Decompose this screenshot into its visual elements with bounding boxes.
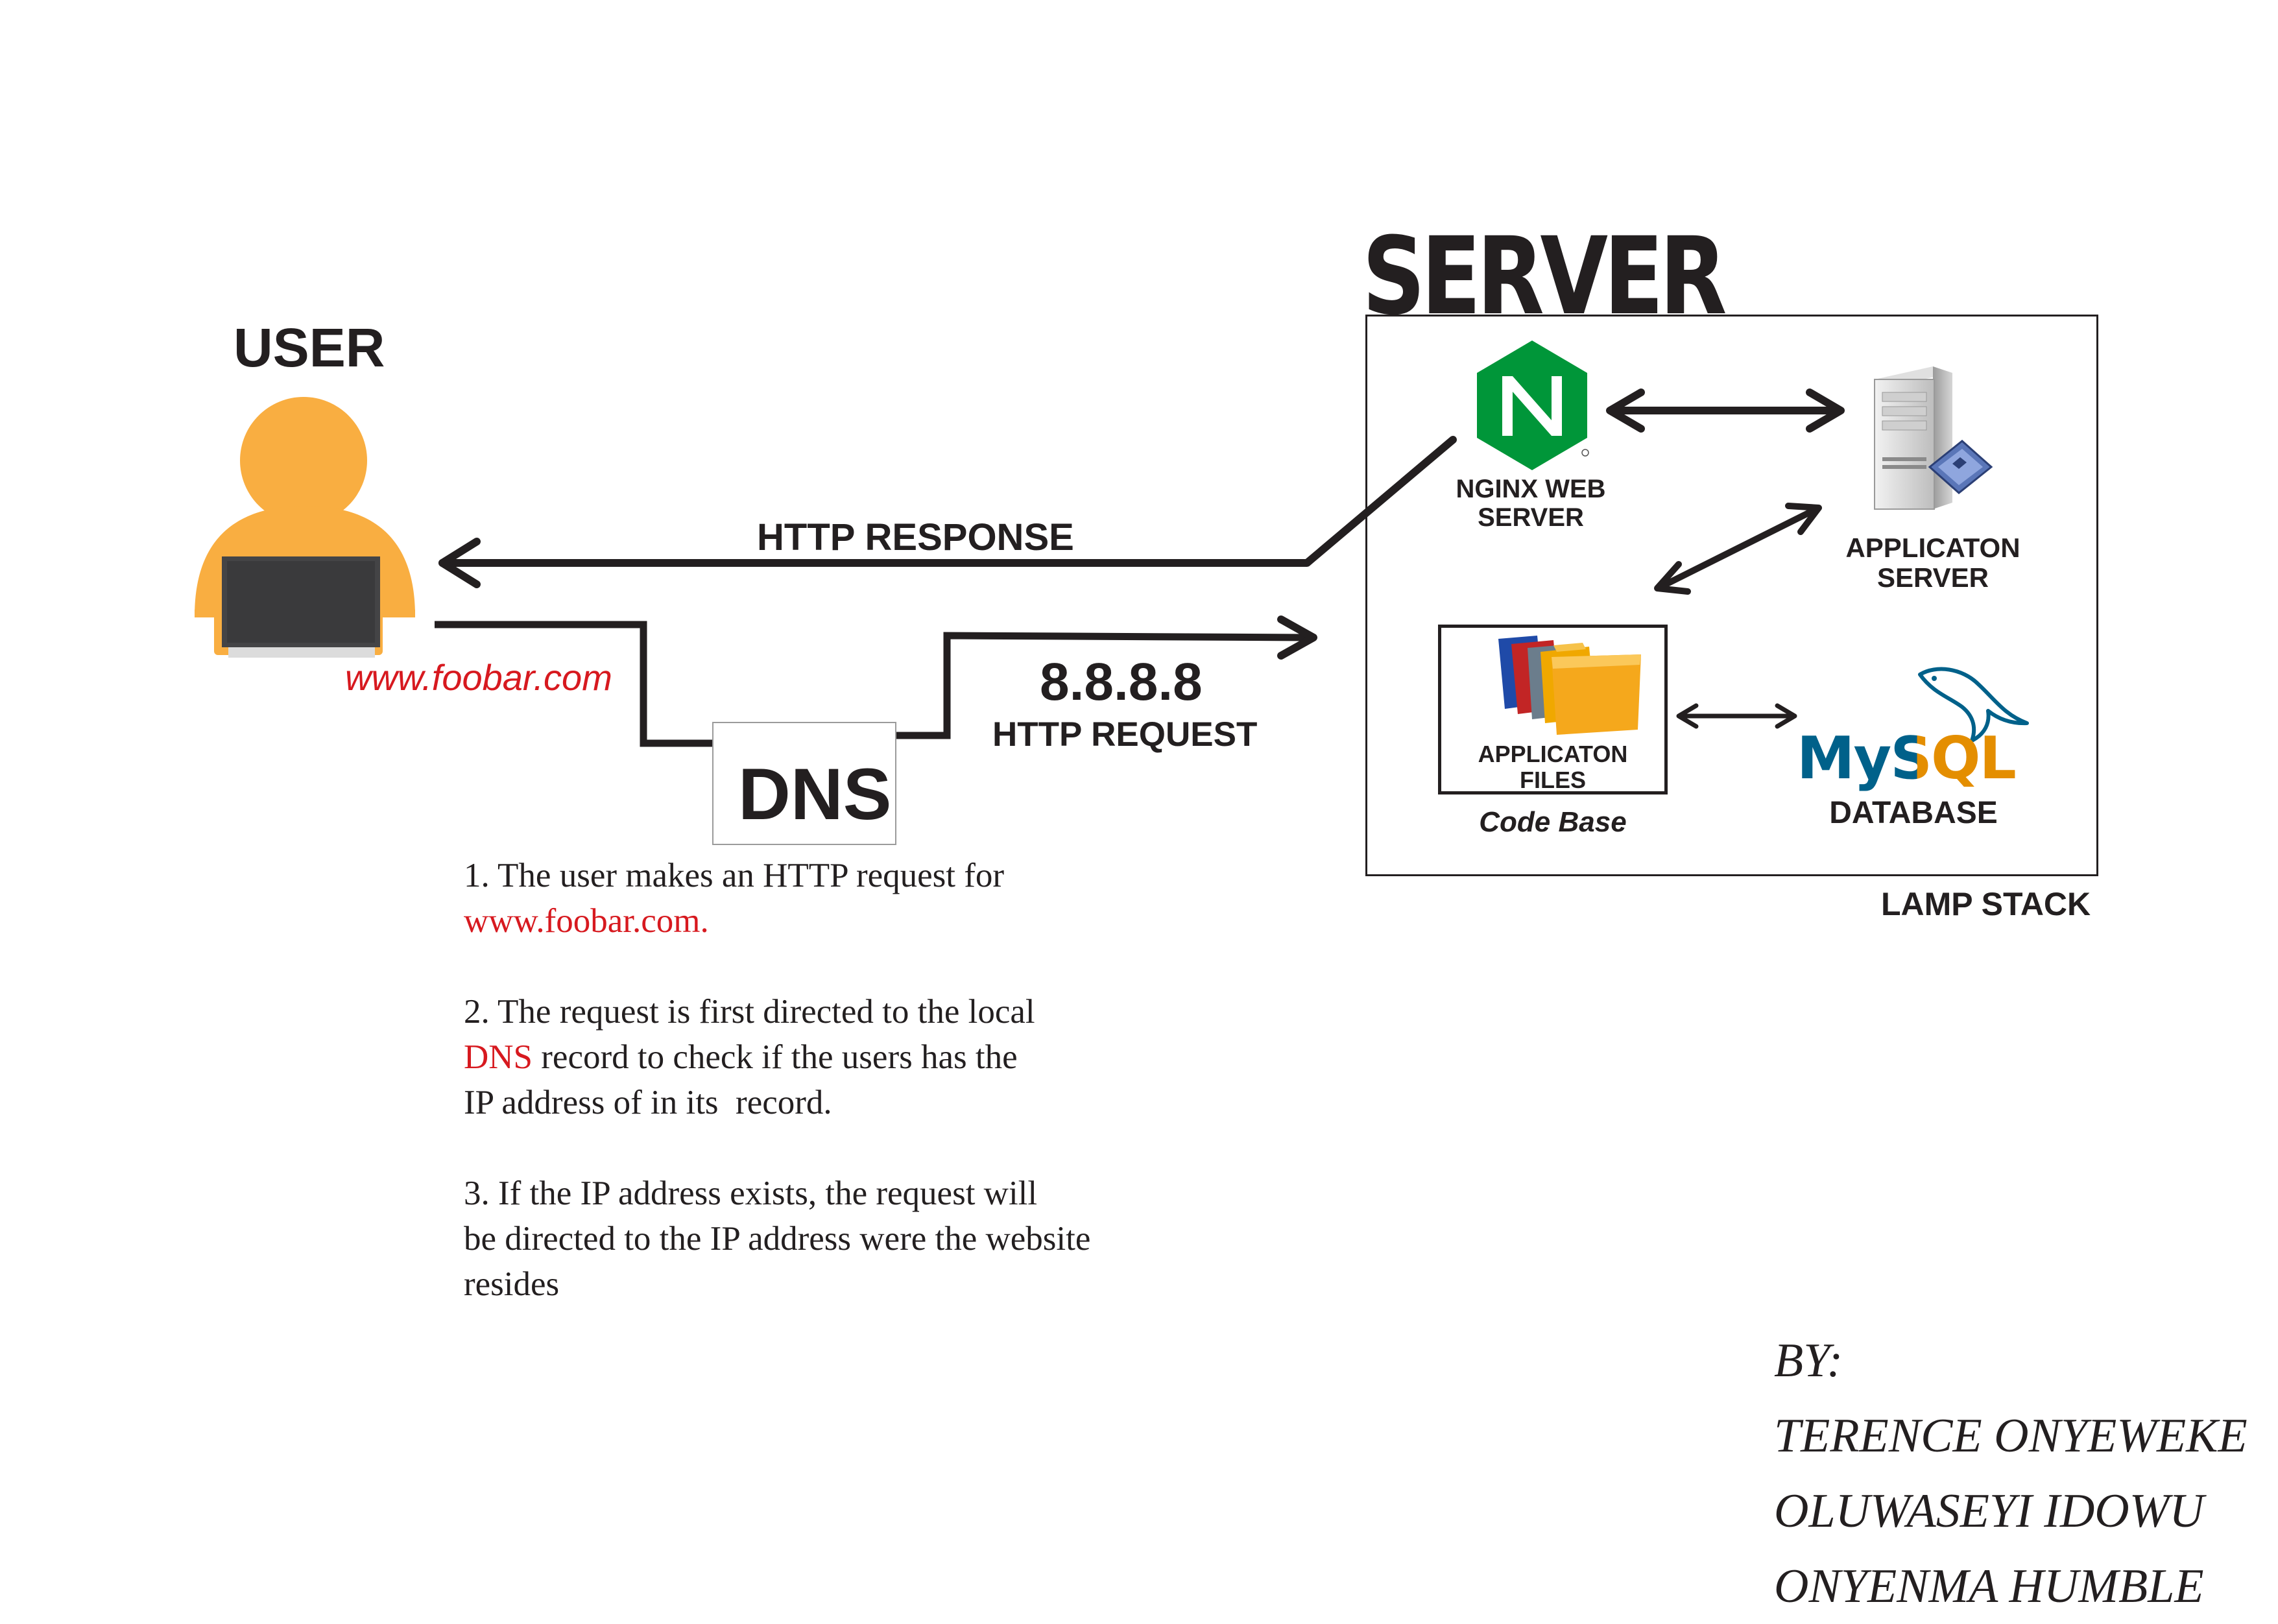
server-tower-icon bbox=[1874, 366, 1993, 510]
step-2-line2: DNS record to check if the users has the bbox=[464, 1034, 1307, 1080]
lamp-stack-label: LAMP STACK bbox=[1881, 886, 2091, 922]
mysql-logo: MySQL bbox=[1797, 724, 2017, 793]
nginx-logo-icon bbox=[1477, 340, 1589, 470]
mysql-dolphin-icon bbox=[1918, 667, 2029, 743]
step-2: 2. The request is first directed to the … bbox=[464, 989, 1307, 1125]
step-3-line3: resides bbox=[464, 1265, 560, 1303]
author-name: OLUWASEYI IDOWU bbox=[1774, 1485, 2204, 1538]
authors-block: BY: TERENCE ONYEWEKE OLUWASEYI IDOWU ONY… bbox=[1774, 1323, 2248, 1624]
app-server-label-line2: SERVER bbox=[1877, 562, 1989, 593]
step-1: 1. The user makes an HTTP request for ww… bbox=[464, 853, 1307, 944]
server-box bbox=[1365, 315, 2098, 876]
step-3: 3. If the IP address exists, the request… bbox=[464, 1171, 1307, 1307]
files-label-line2: FILES bbox=[1519, 767, 1586, 793]
user-title: USER bbox=[234, 317, 385, 378]
step-2-line1: 2. The request is first directed to the … bbox=[464, 993, 1035, 1031]
database-label: DATABASE bbox=[1829, 796, 1998, 830]
http-request-path bbox=[435, 621, 1308, 747]
files-label-line1: APPLICATON bbox=[1478, 741, 1628, 767]
http-request-arrowhead bbox=[1277, 615, 1317, 660]
application-files-box bbox=[1438, 625, 1668, 794]
files-database-arrow bbox=[1676, 703, 1797, 729]
http-response-label: HTTP RESPONSE bbox=[757, 516, 1074, 558]
mysql-logo-text: MySQL bbox=[1797, 724, 2017, 793]
folders-icon bbox=[1498, 636, 1641, 735]
files-label: APPLICATON FILES bbox=[1441, 741, 1664, 793]
http-response-arrow bbox=[438, 436, 1457, 588]
step-1-url: www.foobar.com. bbox=[464, 902, 709, 940]
app-server-label-line1: APPLICATON bbox=[1845, 532, 2020, 563]
steps-notes: 1. The user makes an HTTP request for ww… bbox=[464, 853, 1307, 1352]
files-app-server-arrow bbox=[1654, 503, 1822, 595]
step-2-dns: DNS bbox=[464, 1038, 533, 1076]
step-2-line2-rest: record to check if the users has the bbox=[533, 1038, 1018, 1076]
ip-address-label: 8.8.8.8 bbox=[1040, 652, 1203, 711]
nginx-label-line2: SERVER bbox=[1478, 503, 1584, 532]
nginx-label-line1: NGINX WEB bbox=[1456, 475, 1606, 503]
code-base-label: Code Base bbox=[1479, 806, 1627, 838]
server-title: SERVER bbox=[1362, 214, 1727, 339]
step-1-text: 1. The user makes an HTTP request for bbox=[464, 857, 1005, 894]
by-label: BY: bbox=[1774, 1334, 1843, 1387]
author-name: ONYENMA HUMBLE bbox=[1774, 1560, 2204, 1613]
nginx-app-server-arrow bbox=[1606, 388, 1845, 433]
step-2-line3: IP address of in its record. bbox=[464, 1084, 832, 1121]
user-url: www.foobar.com bbox=[345, 657, 612, 698]
step-3-line2: be directed to the IP address were the w… bbox=[464, 1220, 1091, 1258]
author-name: TERENCE ONYEWEKE bbox=[1774, 1409, 2248, 1463]
app-server-label: APPLICATON SERVER bbox=[1829, 533, 2037, 593]
nginx-label: NGINX WEB SERVER bbox=[1443, 475, 1618, 532]
http-request-label: HTTP REQUEST bbox=[992, 715, 1258, 754]
user-with-laptop-icon bbox=[195, 397, 415, 658]
dns-label: DNS bbox=[738, 754, 892, 835]
dns-box bbox=[712, 722, 896, 845]
step-3-line1: 3. If the IP address exists, the request… bbox=[464, 1175, 1038, 1212]
